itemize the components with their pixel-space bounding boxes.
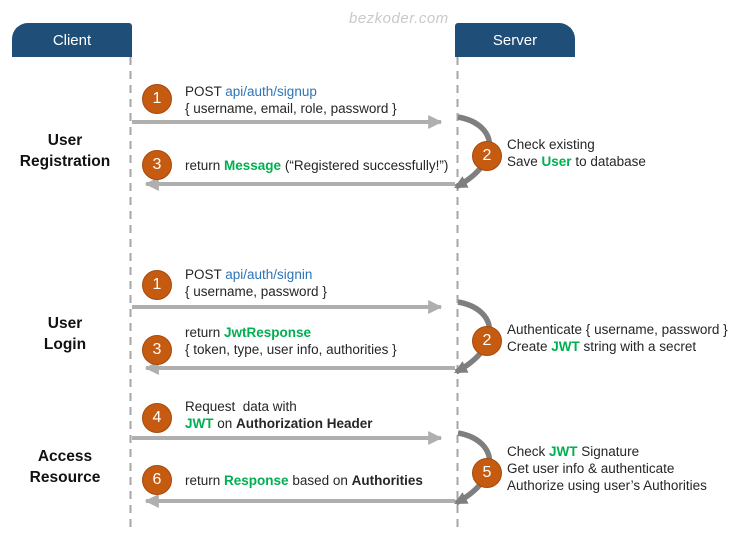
message-line: Create JWT string with a secret bbox=[507, 338, 728, 355]
message-line: Authorize using user’s Authorities bbox=[507, 478, 707, 493]
step-number: 4 bbox=[152, 409, 162, 426]
section-label-user-login: User Login bbox=[5, 313, 125, 355]
text-segment: return bbox=[185, 158, 225, 173]
text-segment: on bbox=[213, 416, 237, 431]
text-segment: based on bbox=[288, 473, 352, 488]
actor-client: Client bbox=[12, 23, 132, 57]
message-line: Check JWT Signature bbox=[507, 443, 707, 460]
step-circle-2: 2 bbox=[472, 326, 502, 356]
keyword-authorization-header: Authorization Header bbox=[236, 416, 373, 431]
actor-client-label: Client bbox=[52, 31, 92, 49]
step-number: 2 bbox=[482, 332, 492, 349]
step-number: 2 bbox=[482, 147, 492, 164]
endpoint-link: api/auth/signup bbox=[225, 84, 317, 99]
text-segment: Check bbox=[507, 444, 550, 459]
section-label-line: Resource bbox=[29, 469, 101, 486]
http-method: POST bbox=[185, 84, 226, 99]
keyword-jwt: JWT bbox=[551, 339, 580, 354]
message-line: Save User to database bbox=[507, 153, 646, 170]
section-label-user-registration: User Registration bbox=[5, 130, 125, 172]
keyword-authorities: Authorities bbox=[351, 473, 423, 488]
keyword-jwtresponse: JwtResponse bbox=[224, 325, 312, 340]
keyword-message: Message bbox=[224, 158, 282, 173]
keyword-jwt: JWT bbox=[185, 416, 214, 431]
message-line: POST api/auth/signup bbox=[185, 83, 397, 100]
step-circle-2: 2 bbox=[472, 141, 502, 171]
text-segment: Create bbox=[507, 339, 552, 354]
step-circle-3: 3 bbox=[142, 150, 172, 180]
section-label-line: User bbox=[47, 315, 83, 332]
text-segment: to database bbox=[571, 154, 646, 169]
step-number: 1 bbox=[152, 90, 162, 107]
message-login-response: return JwtResponse { token, type, user i… bbox=[185, 324, 397, 358]
message-line: return Response based on Authorities bbox=[185, 472, 423, 489]
actor-server: Server bbox=[455, 23, 575, 57]
http-method: POST bbox=[185, 267, 226, 282]
message-line: { username, email, role, password } bbox=[185, 101, 397, 116]
step-circle-5: 5 bbox=[472, 458, 502, 488]
message-line: Get user info & authenticate bbox=[507, 461, 675, 476]
server-action-access: Check JWT Signature Get user info & auth… bbox=[507, 443, 707, 494]
message-access-response: return Response based on Authorities bbox=[185, 472, 423, 489]
message-line: { token, type, user info, authorities } bbox=[185, 342, 397, 357]
message-line: return JwtResponse bbox=[185, 324, 397, 341]
step-circle-3: 3 bbox=[142, 335, 172, 365]
step-circle-1: 1 bbox=[142, 84, 172, 114]
message-line: Request data with bbox=[185, 399, 297, 414]
endpoint-link: api/auth/signin bbox=[225, 267, 313, 282]
message-line: Check existing bbox=[507, 137, 595, 152]
section-label-line: User bbox=[47, 132, 83, 149]
section-label-line: Login bbox=[43, 336, 87, 353]
watermark: bezkoder.com bbox=[349, 10, 449, 27]
message-registration-request: POST api/auth/signup { username, email, … bbox=[185, 83, 397, 117]
section-label-line: Registration bbox=[19, 153, 111, 170]
text-segment: return bbox=[185, 473, 225, 488]
message-login-request: POST api/auth/signin { username, passwor… bbox=[185, 266, 327, 300]
message-line: return Message (“Registered successfully… bbox=[185, 157, 448, 174]
server-action-login: Authenticate { username, password } Crea… bbox=[507, 321, 728, 355]
step-number: 3 bbox=[152, 341, 162, 358]
server-action-registration: Check existing Save User to database bbox=[507, 136, 646, 170]
step-number: 1 bbox=[152, 276, 162, 293]
keyword-response: Response bbox=[224, 473, 289, 488]
message-line: POST api/auth/signin bbox=[185, 266, 327, 283]
step-circle-4: 4 bbox=[142, 403, 172, 433]
text-segment: Save bbox=[507, 154, 542, 169]
section-label-access-resource: Access Resource bbox=[5, 446, 125, 488]
section-label-line: Access bbox=[37, 448, 93, 465]
message-line: JWT on Authorization Header bbox=[185, 415, 373, 432]
keyword-user: User bbox=[541, 154, 572, 169]
message-line: { username, password } bbox=[185, 284, 327, 299]
keyword-jwt: JWT bbox=[549, 444, 578, 459]
step-circle-6: 6 bbox=[142, 465, 172, 495]
text-segment: Signature bbox=[577, 444, 640, 459]
message-line: Authenticate { username, password } bbox=[507, 322, 728, 337]
step-number: 3 bbox=[152, 156, 162, 173]
step-number: 6 bbox=[152, 471, 162, 488]
message-registration-response: return Message (“Registered successfully… bbox=[185, 157, 448, 174]
text-segment: string with a secret bbox=[579, 339, 697, 354]
step-number: 5 bbox=[482, 464, 492, 481]
text-segment: return bbox=[185, 325, 225, 340]
message-access-request: Request data with JWT on Authorization H… bbox=[185, 398, 373, 432]
text-segment: (“Registered successfully!”) bbox=[281, 158, 449, 173]
actor-server-label: Server bbox=[492, 31, 538, 49]
step-circle-1: 1 bbox=[142, 270, 172, 300]
